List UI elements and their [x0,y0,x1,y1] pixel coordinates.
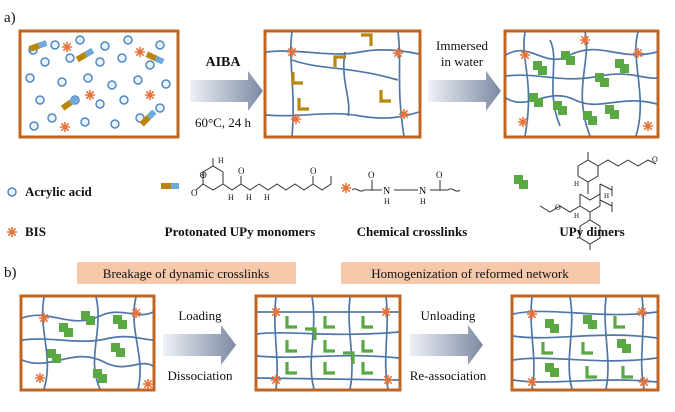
panel-label-b: b) [4,265,17,281]
atom-h-2: H [228,193,234,202]
dimer-o-1: O [555,203,561,212]
crosslink-star-icon [340,182,352,194]
atom-o-3: O [310,166,317,176]
swollen-dimer-network-panel [503,29,660,139]
immersed-label-line1: Immersed [436,38,488,53]
dimer-o-2: O [652,155,658,164]
atom-o-2: O [238,166,245,176]
unloading-arrow: Unloading Re-association [410,308,487,383]
crosslink-o-1: O [368,170,375,180]
loading-label: Loading [178,308,222,323]
upy-monomer-icon [161,183,179,189]
legend-upy-dimers: UPy dimers [559,224,624,239]
monomer-solution-panel [18,29,180,139]
loading-arrow: Loading Dissociation [163,308,236,383]
reaction-condition-label: 60°C, 24 h [195,115,252,130]
banner-breakage-text: Breakage of dynamic crosslinks [103,266,269,281]
atom-h-4: H [264,193,270,202]
banner-homogenization-text: Homogenization of reformed network [371,266,569,281]
reassociation-label: Re-association [410,368,487,383]
atom-h-1: H [218,156,224,165]
dimer-h-3: H [574,212,579,220]
upy-monomer-structure: ⊕ H O O H H H O [191,156,332,202]
legend-chemical-crosslinks: Chemical crosslinks [357,224,468,239]
upy-dimer-structure: O O H H H [539,152,658,250]
stretched-network-panel [254,294,402,392]
panel-label-a: a) [4,10,16,26]
reformed-network-panel [510,294,660,392]
protonation-plus: ⊕ [199,170,207,181]
legend-acrylic-acid: Acrylic acid [25,184,93,199]
legend: Acrylic acid BIS ⊕ H O O H H H O Protona… [6,152,658,250]
initiator-label: AIBA [205,55,241,70]
crosslink-o-2: O [436,170,443,180]
immersion-arrow: Immersed in water [428,38,501,111]
crosslink-h-1: H [384,197,390,206]
dimer-h-2: H [604,192,609,200]
polymerization-arrow: AIBA 60°C, 24 h [190,55,263,130]
bis-star-icon [6,226,18,238]
crosslink-structure: O N H N H O [351,170,461,206]
unloading-label: Unloading [421,308,476,323]
dissociation-label: Dissociation [168,368,233,383]
upy-dimer-icon [514,175,528,189]
atom-o-1: O [191,188,198,198]
dimer-h-1: H [574,180,579,188]
crosslink-h-2: H [420,197,426,206]
crosslink-n-2: N [419,186,426,197]
acrylic-acid-circle-icon [7,187,17,197]
as-prepared-network-panel [263,29,422,139]
crosslink-n-1: N [383,186,390,197]
immersed-label-line2: in water [441,54,484,69]
initial-network-panel [19,294,156,392]
banner-breakage: Breakage of dynamic crosslinks [77,262,296,284]
banner-homogenization: Homogenization of reformed network [341,262,600,284]
legend-bis: BIS [25,224,46,239]
atom-h-3: H [246,193,252,202]
legend-protonated-upy: Protonated UPy monomers [165,224,316,239]
